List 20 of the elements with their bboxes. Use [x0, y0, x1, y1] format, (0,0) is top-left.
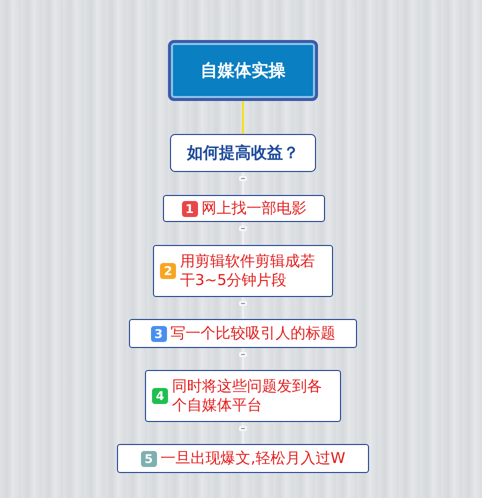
step-box [145, 370, 341, 422]
connector-line [242, 101, 244, 134]
step-text: 一旦出现爆文,轻松月入过W [160, 449, 346, 468]
root-topic-box [168, 40, 318, 101]
topic-text: 自媒体实操 [200, 60, 286, 82]
topic-text: 如何提高收益？ [187, 142, 299, 164]
priority-badge: 2 [160, 263, 176, 279]
step-text: 网上找一部电影 [202, 199, 306, 218]
step-box [153, 245, 333, 297]
step-box [129, 319, 357, 348]
priority-badge: 1 [182, 200, 198, 216]
topic-box [170, 134, 316, 172]
step-box [163, 195, 325, 222]
step-text: 写一个比较吸引人的标题 [170, 324, 336, 343]
step-box [117, 444, 369, 473]
priority-badge: 4 [152, 388, 168, 404]
priority-badge: 3 [150, 326, 166, 342]
priority-badge: 5 [140, 450, 157, 466]
step-text: 用剪辑软件剪辑成若干3~5分钟片段 [180, 252, 316, 290]
step-text: 同时将这些问题发到各个自媒体平台 [172, 377, 323, 415]
